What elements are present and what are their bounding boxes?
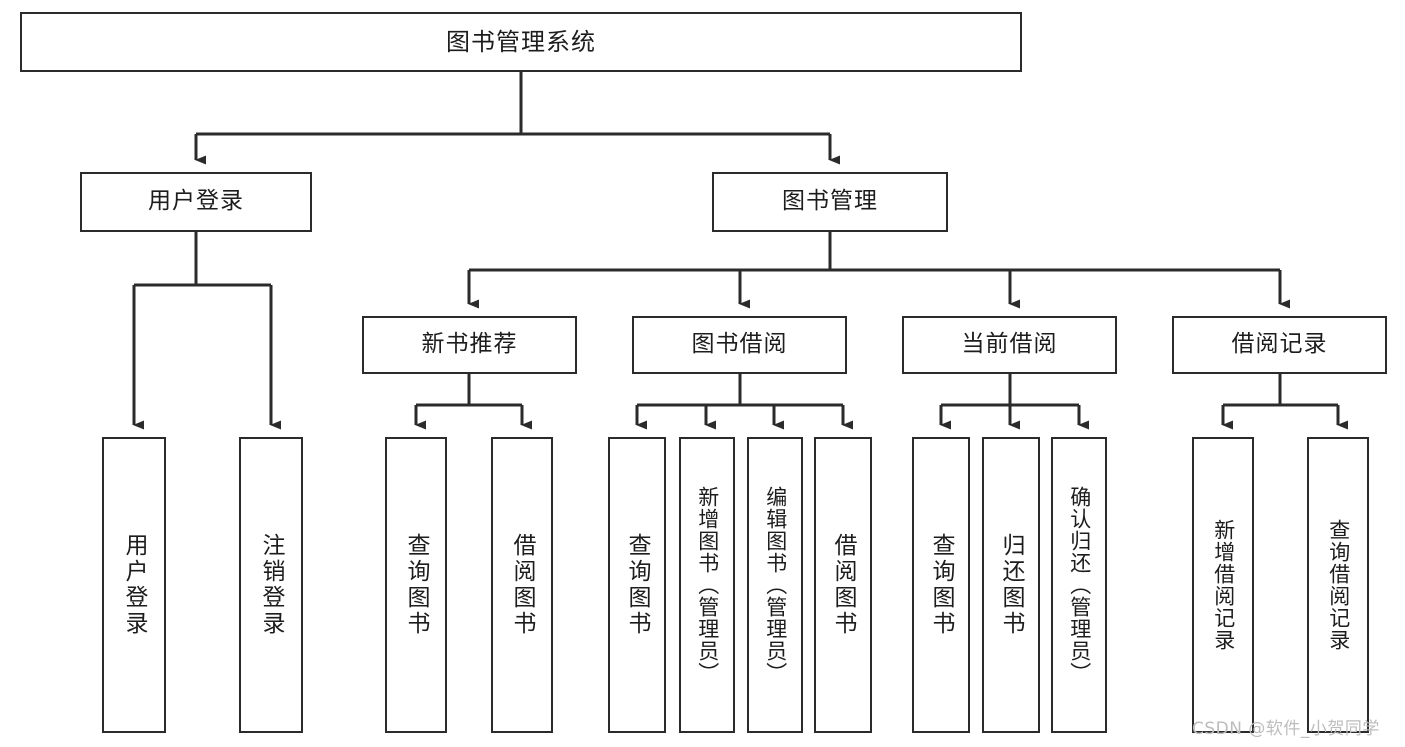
node-leaf-query-book-borrow-label: 查询图书 <box>624 533 651 637</box>
node-leaf-confirm-return[interactable]: 确认归还（管理员） <box>1051 437 1107 733</box>
node-borrow-record[interactable]: 借阅记录 <box>1172 316 1387 374</box>
node-new-book-recommend[interactable]: 新书推荐 <box>362 316 577 374</box>
node-leaf-borrow-book-label: 借阅图书 <box>830 533 857 637</box>
node-leaf-add-borrow-record[interactable]: 新增借阅记录 <box>1192 437 1254 733</box>
node-leaf-return-book[interactable]: 归还图书 <box>982 437 1040 733</box>
node-user-login-label: 用户登录 <box>148 188 244 215</box>
node-leaf-add-book-label: 新增图书（管理员） <box>695 486 720 684</box>
node-leaf-borrow-book-recommend[interactable]: 借阅图书 <box>491 437 553 733</box>
node-leaf-logout-login[interactable]: 注销登录 <box>239 437 303 733</box>
node-leaf-borrow-book[interactable]: 借阅图书 <box>814 437 872 733</box>
node-leaf-query-book-current[interactable]: 查询图书 <box>912 437 970 733</box>
node-leaf-edit-book[interactable]: 编辑图书（管理员） <box>747 437 803 733</box>
node-leaf-user-login[interactable]: 用户登录 <box>102 437 166 733</box>
node-new-book-recommend-label: 新书推荐 <box>421 331 518 358</box>
node-root-label: 图书管理系统 <box>446 27 596 56</box>
node-borrow-record-label: 借阅记录 <box>1231 331 1328 358</box>
node-book-borrow[interactable]: 图书借阅 <box>632 316 847 374</box>
node-leaf-user-login-label: 用户登录 <box>121 533 148 637</box>
watermark: CSDN @软件_小贺同学 <box>1192 719 1380 739</box>
node-root[interactable]: 图书管理系统 <box>20 12 1022 72</box>
node-leaf-query-borrow-record[interactable]: 查询借阅记录 <box>1307 437 1369 733</box>
node-leaf-query-book-borrow[interactable]: 查询图书 <box>608 437 666 733</box>
node-book-manage[interactable]: 图书管理 <box>712 172 948 232</box>
node-book-borrow-label: 图书借阅 <box>691 331 788 358</box>
node-leaf-query-book-recommend[interactable]: 查询图书 <box>385 437 447 733</box>
node-leaf-borrow-book-recommend-label: 借阅图书 <box>509 533 536 637</box>
node-leaf-query-book-current-label: 查询图书 <box>928 533 955 637</box>
node-book-manage-label: 图书管理 <box>782 188 878 215</box>
node-leaf-query-book-recommend-label: 查询图书 <box>403 533 430 637</box>
node-leaf-add-borrow-record-label: 新增借阅记录 <box>1211 519 1236 651</box>
node-user-login[interactable]: 用户登录 <box>80 172 312 232</box>
node-current-borrow[interactable]: 当前借阅 <box>902 316 1117 374</box>
node-leaf-logout-login-label: 注销登录 <box>258 533 285 637</box>
node-leaf-return-book-label: 归还图书 <box>998 533 1025 637</box>
node-current-borrow-label: 当前借阅 <box>961 331 1058 358</box>
node-leaf-query-borrow-record-label: 查询借阅记录 <box>1326 519 1351 651</box>
node-leaf-confirm-return-label: 确认归还（管理员） <box>1067 486 1092 684</box>
node-leaf-edit-book-label: 编辑图书（管理员） <box>763 486 788 684</box>
node-leaf-add-book[interactable]: 新增图书（管理员） <box>679 437 735 733</box>
